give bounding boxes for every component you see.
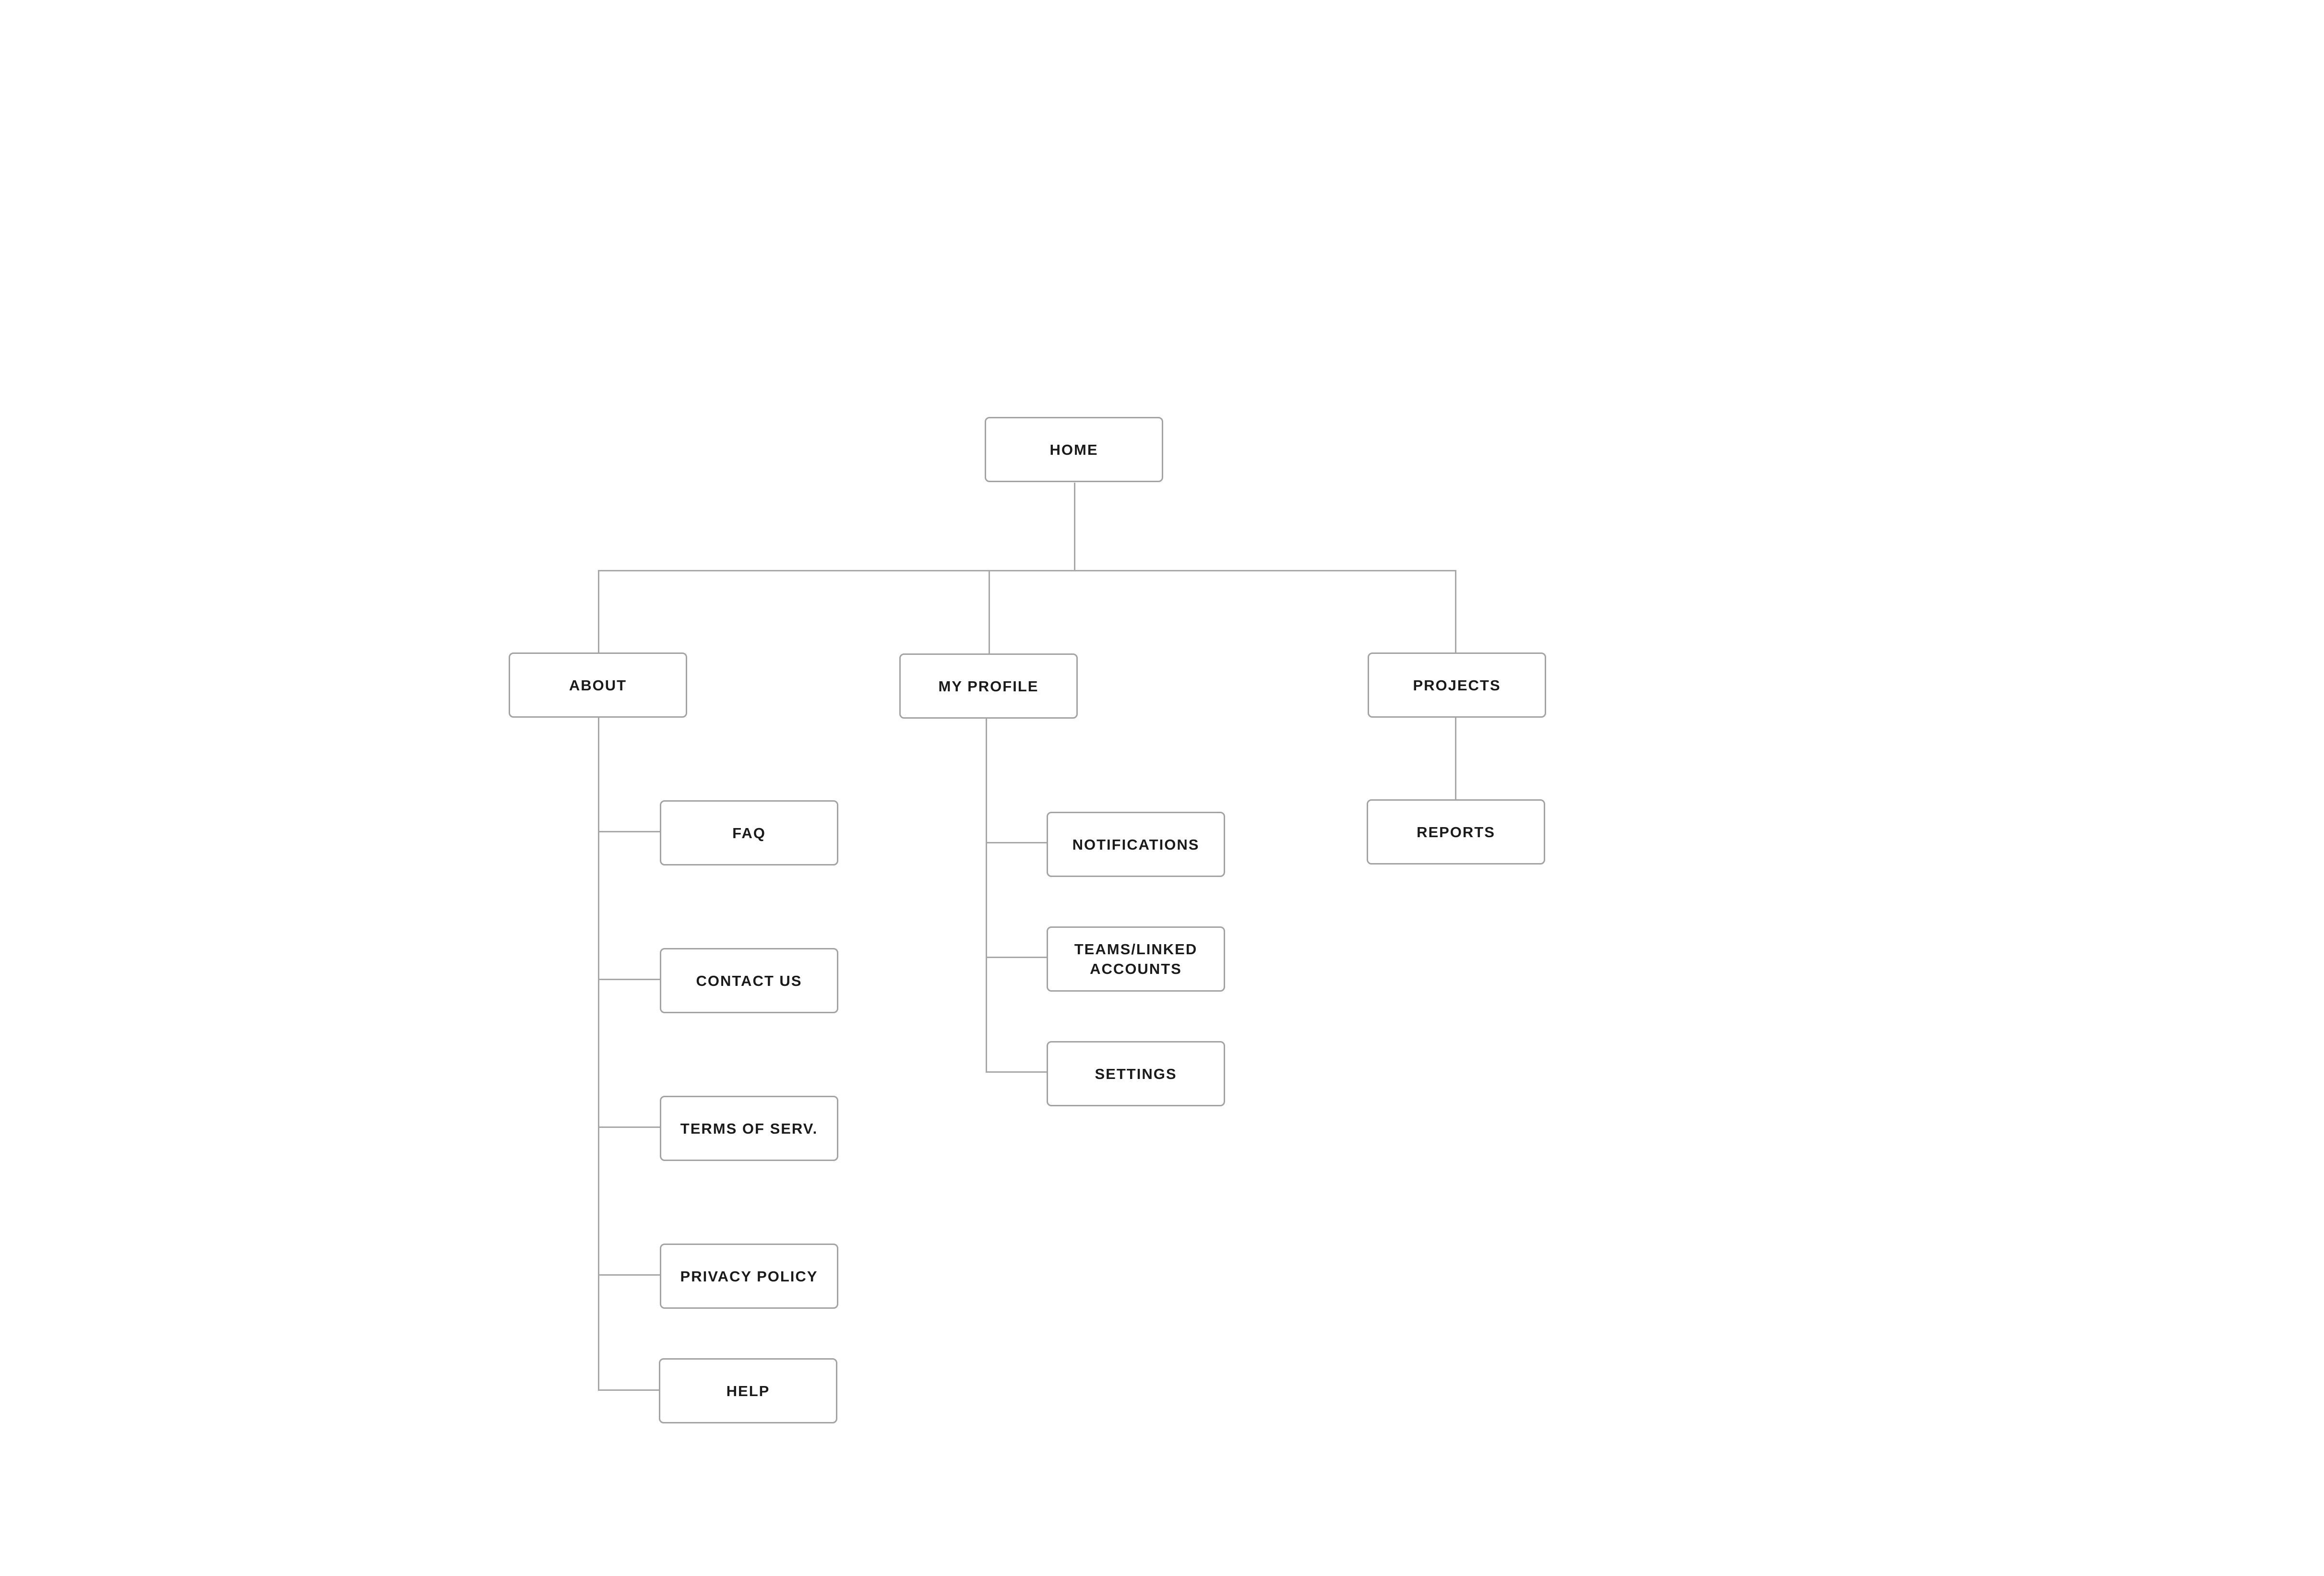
node-help[interactable]: HELP — [659, 1358, 837, 1423]
node-faq[interactable]: FAQ — [660, 800, 838, 865]
node-terms-of-service[interactable]: TERMS OF SERV. — [660, 1096, 838, 1161]
node-teams-linked-accounts[interactable]: TEAMS/LINKED ACCOUNTS — [1047, 926, 1225, 992]
node-reports-label: REPORTS — [1417, 823, 1495, 841]
connector-about-trunk — [598, 718, 599, 1391]
connector-privacy — [598, 1274, 660, 1276]
connector-notifications — [986, 842, 1047, 843]
node-my-profile-label: MY PROFILE — [938, 677, 1039, 695]
node-home-label: HOME — [1049, 441, 1098, 458]
node-projects[interactable]: PROJECTS — [1368, 652, 1546, 718]
node-privacy-policy-label: PRIVACY POLICY — [680, 1268, 818, 1285]
connector-about-up — [598, 570, 599, 652]
node-terms-of-service-label: TERMS OF SERV. — [680, 1120, 818, 1137]
node-about-label: ABOUT — [569, 676, 627, 694]
node-notifications-label: NOTIFICATIONS — [1072, 836, 1200, 853]
connector-my-profile-trunk — [986, 718, 987, 1073]
node-faq-label: FAQ — [732, 824, 766, 841]
connector-settings — [986, 1071, 1047, 1073]
connector-terms — [598, 1126, 660, 1128]
node-my-profile[interactable]: MY PROFILE — [899, 653, 1078, 719]
node-help-label: HELP — [726, 1382, 770, 1399]
node-settings-label: SETTINGS — [1095, 1065, 1177, 1082]
node-reports[interactable]: REPORTS — [1367, 799, 1545, 865]
connector-teams — [986, 957, 1047, 958]
node-contact-us[interactable]: CONTACT US — [660, 948, 838, 1013]
node-home[interactable]: HOME — [985, 417, 1163, 482]
connector-projects-up — [1455, 570, 1456, 652]
node-about[interactable]: ABOUT — [509, 652, 687, 718]
connector-level1-bus — [598, 570, 1456, 571]
node-privacy-policy[interactable]: PRIVACY POLICY — [660, 1244, 838, 1309]
connector-help — [598, 1389, 659, 1391]
connector-contact-us — [598, 979, 660, 980]
connector-home-down — [1074, 483, 1075, 571]
connector-faq — [598, 831, 660, 832]
node-notifications[interactable]: NOTIFICATIONS — [1047, 812, 1225, 877]
node-contact-us-label: CONTACT US — [696, 972, 802, 989]
node-teams-linked-accounts-label: TEAMS/LINKED ACCOUNTS — [1074, 941, 1198, 977]
node-settings[interactable]: SETTINGS — [1047, 1041, 1225, 1106]
connector-projects-reports — [1455, 718, 1456, 799]
node-projects-label: PROJECTS — [1413, 676, 1501, 694]
connector-my-profile-up — [989, 570, 990, 653]
